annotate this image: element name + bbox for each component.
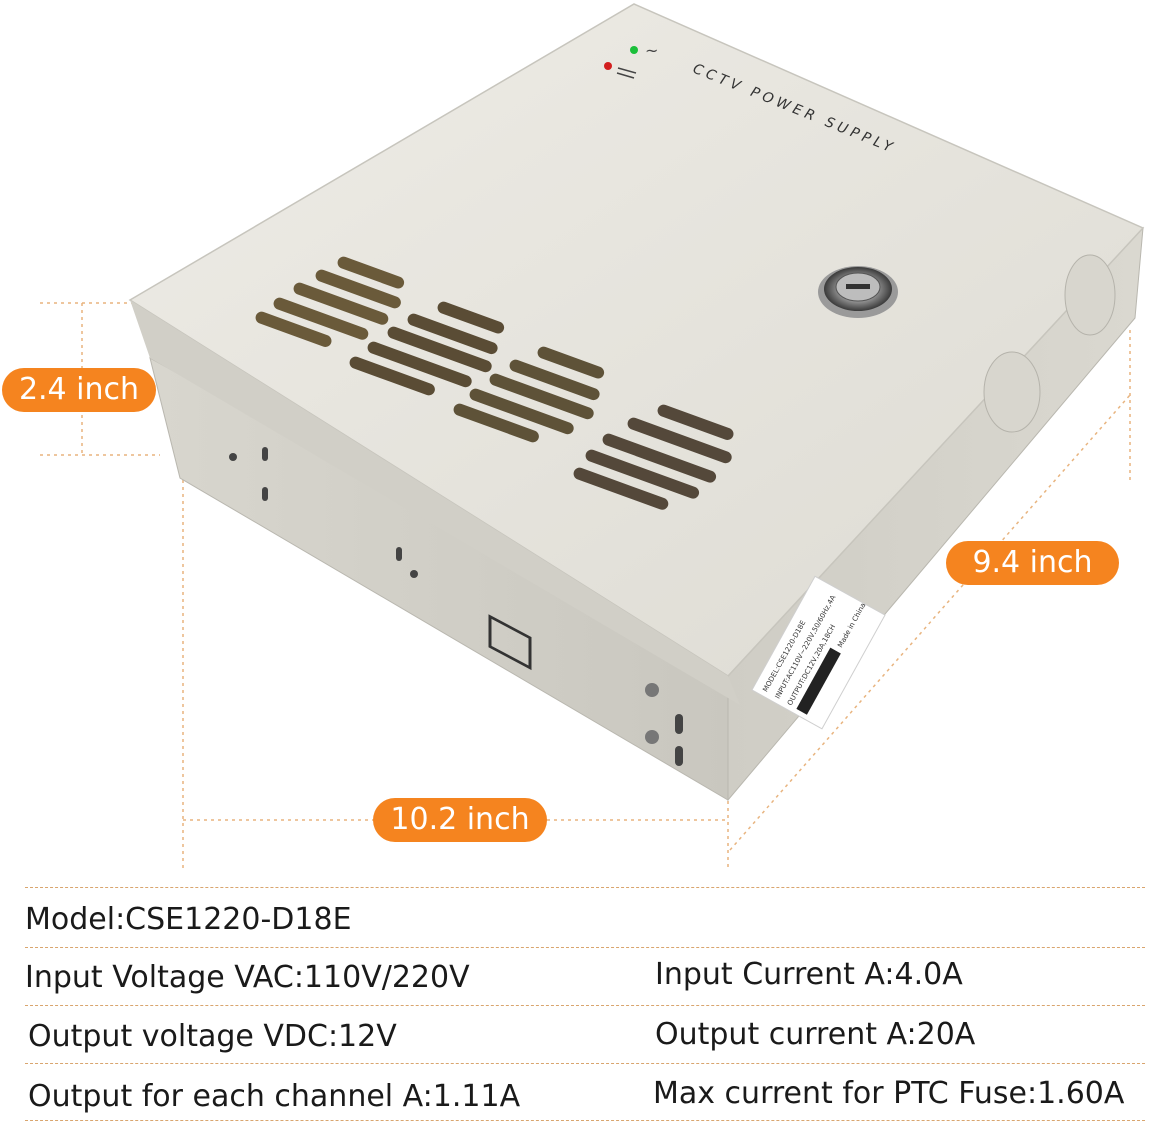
power-supply-box-illustration: ~ CCTV POWER SUPPLY MODEL:CSE1220-D18E I…	[40, 3, 1145, 870]
width-dimension-badge: 10.2 inch	[373, 798, 547, 842]
spec-output-voltage: Output voltage VDC:12V	[28, 1019, 397, 1054]
spec-output-current: Output current A:20A	[655, 1017, 976, 1052]
knockout-hole	[983, 351, 1041, 433]
spec-divider	[25, 947, 1145, 948]
spec-ptc-fuse: Max current for PTC Fuse:1.60A	[653, 1076, 1125, 1111]
front-mounting-holes	[229, 447, 683, 766]
vent-slots	[573, 404, 734, 510]
spec-input-current: Input Current A:4.0A	[655, 957, 963, 992]
spec-model: Model:CSE1220-D18E	[25, 902, 352, 937]
vent-slots	[453, 346, 605, 443]
box-lid-lip	[130, 300, 740, 705]
product-label-sticker: MODEL:CSE1220-D18E INPUT:AC110V~220V,50/…	[751, 575, 886, 730]
svg-text:~: ~	[645, 41, 658, 60]
spec-divider	[25, 1005, 1145, 1006]
spec-divider	[25, 887, 1145, 888]
height-dimension-badge: 2.4 inch	[2, 368, 156, 412]
dc-indicator-icon	[604, 62, 612, 70]
vent-slots	[349, 301, 505, 396]
spec-input-voltage: Input Voltage VAC:110V/220V	[25, 960, 470, 995]
depth-dimension-badge: 9.4 inch	[946, 541, 1119, 585]
spec-output-per-channel: Output for each channel A:1.11A	[28, 1079, 521, 1114]
vent-slots	[255, 256, 405, 347]
spec-divider	[25, 1120, 1145, 1121]
spec-divider	[25, 1063, 1145, 1064]
knockout-hole	[1064, 254, 1116, 336]
ac-indicator-icon	[630, 46, 638, 54]
key-lock-icon	[818, 266, 898, 318]
